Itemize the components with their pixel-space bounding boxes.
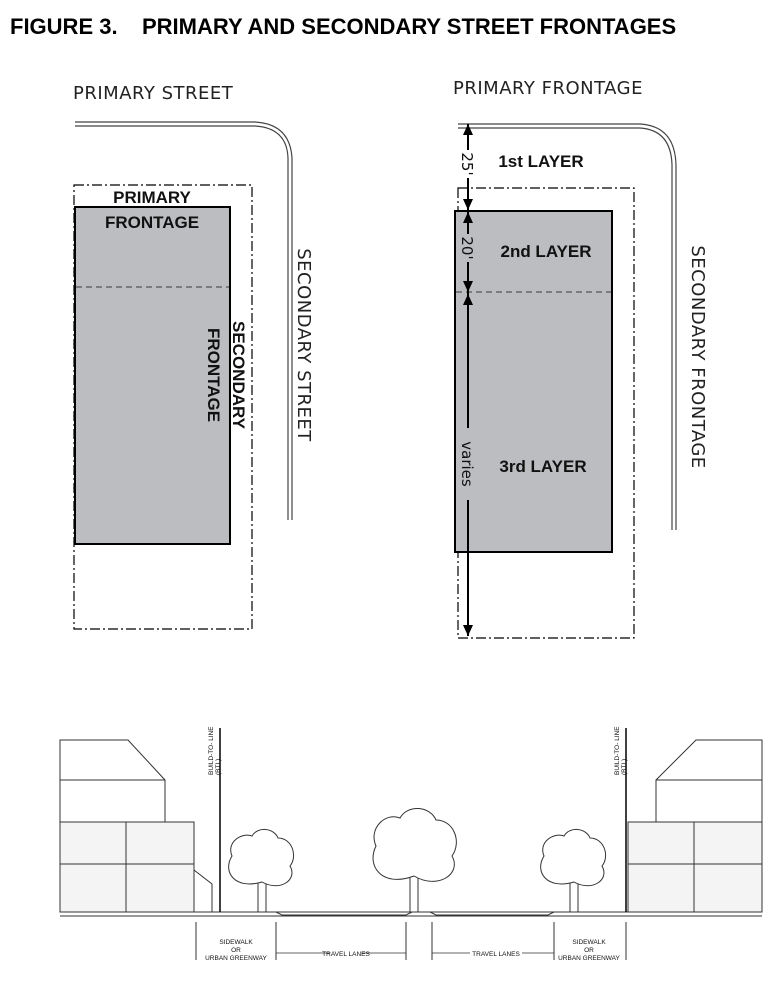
street-section: BUILD-TO- LINE (BTL) BUILD-TO- LINE (BTL… [59,726,763,962]
primary-street-label: PRIMARY STREET [73,83,234,104]
secondary-frontage-label-2: FRONTAGE [204,328,223,422]
primary-frontage-label-1: PRIMARY [113,188,191,207]
primary-frontage-label-2: FRONTAGE [105,213,199,232]
dim-varies-label: varies [458,441,476,487]
sidewalk-right-label-3: URBAN GREENWAY [558,955,620,962]
btl-left-abbr: (BTL) [215,759,222,775]
figure-title-text: PRIMARY AND SECONDARY STREET FRONTAGES [142,14,676,39]
dim-25-bg [458,150,476,178]
layer1-label: 1st LAYER [498,152,583,171]
sidewalk-right-label-2: OR [584,947,594,954]
figure-title: FIGURE 3. PRIMARY AND SECONDARY STREET F… [10,14,676,39]
btl-right-abbr: (BTL) [621,759,628,775]
dim-25-label: 25' [458,152,476,175]
btl-right-label: BUILD-TO- LINE [614,726,621,775]
street-tree-right [540,829,606,912]
layer2-label: 2nd LAYER [500,242,591,261]
dim-arrow-20-bottom [463,281,473,292]
travel-lanes-right-label: TRAVEL LANES [472,951,520,958]
dim-20-label: 20' [458,236,476,259]
left-lot-diagram: PRIMARY STREET PRIMARY FRONTAGE SECONDAR… [73,83,314,630]
sidewalk-left-label-1: SIDEWALK [219,939,253,946]
dim-arrow-varies-bottom [463,625,473,636]
figure-number: FIGURE 3. [10,14,118,39]
secondary-frontage-street-label: SECONDARY FRONTAGE [687,245,708,468]
dim-varies-bg [458,428,476,500]
road-surface [275,911,555,916]
left-building [59,739,213,913]
sidewalk-left-label-3: URBAN GREENWAY [205,955,267,962]
dim-20-bg [458,234,476,262]
sidewalk-left-label-2: OR [231,947,241,954]
dim-arrow-varies-top [463,294,473,305]
right-street-curb-inner [458,127,673,530]
street-tree-center [372,808,457,912]
btl-left-label: BUILD-TO- LINE [208,726,215,775]
secondary-street-label: SECONDARY STREET [293,248,314,442]
right-building-footprint [454,210,613,553]
building-footprint [74,206,231,545]
dim-arrow-top [463,124,473,135]
street-tree-left [228,829,294,912]
dim-arrow-25-bottom [463,199,473,210]
primary-frontage-street-label: PRIMARY FRONTAGE [453,78,643,99]
primary-street-curb [75,121,293,520]
secondary-frontage-label-1: SECONDARY [229,321,248,430]
travel-lanes-left-label: TRAVEL LANES [322,951,370,958]
right-street-curb [458,123,677,530]
layer3-label: 3rd LAYER [499,457,586,476]
primary-street-curb-inner [75,125,289,520]
dim-arrow-20-top [463,212,473,223]
sidewalk-right-label-1: SIDEWALK [572,939,606,946]
right-lot-diagram: PRIMARY FRONTAGE 25' 20' varies 1st LAYE… [453,78,708,639]
section-dimensions [195,922,627,960]
right-building [627,739,763,913]
